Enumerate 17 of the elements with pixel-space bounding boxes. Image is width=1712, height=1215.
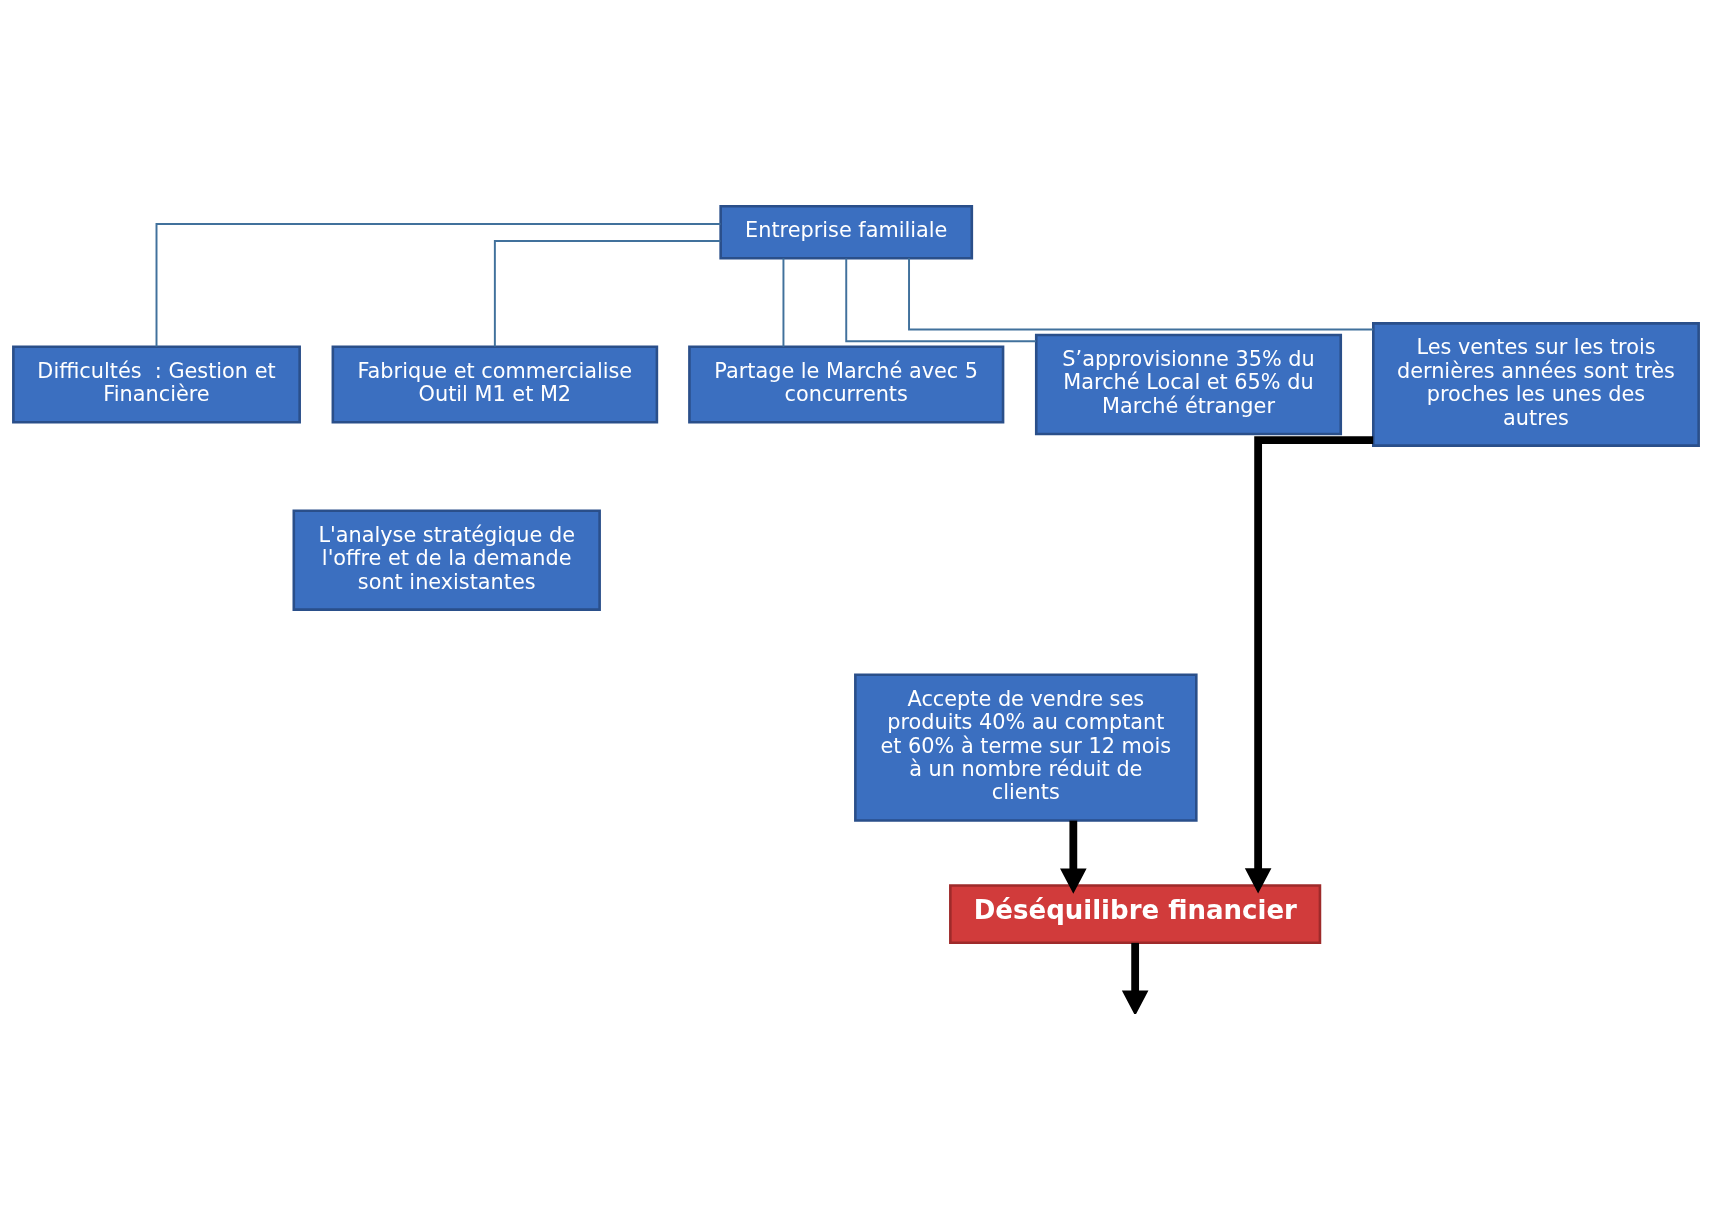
node-box: Les ventes sur les trois dernières années sont très proches les unes des autres: [1372, 322, 1700, 447]
node-box: Partage le Marché avec 5 concurrents: [688, 345, 1005, 424]
node-box: Difficultés : Gestion et Financière: [12, 345, 301, 424]
node-box: Fabrique et commercialise Outil M1 et M2: [331, 345, 659, 424]
node-box: Accepte de vendre ses produits 40% au comptant et 60% à terme sur 12 mois à un nombre réduit de clients: [854, 673, 1198, 822]
connector: [155, 223, 722, 348]
arrow: [1060, 820, 1087, 894]
node-box: Entreprise familiale: [719, 204, 974, 260]
node-box: Déséquilibre financier: [949, 884, 1322, 945]
node-box: L'analyse stratégique de l'offre et de la demande sont inexistantes: [292, 509, 601, 611]
connector: [782, 257, 785, 348]
connector: [908, 257, 1375, 331]
node-box: S’approvisionne 35% du Marché Local et 65% du Marché étranger: [1034, 333, 1343, 436]
connector: [845, 257, 1037, 343]
arrow: [1244, 436, 1374, 894]
connector: [493, 240, 722, 348]
arrow: [1121, 942, 1149, 1014]
